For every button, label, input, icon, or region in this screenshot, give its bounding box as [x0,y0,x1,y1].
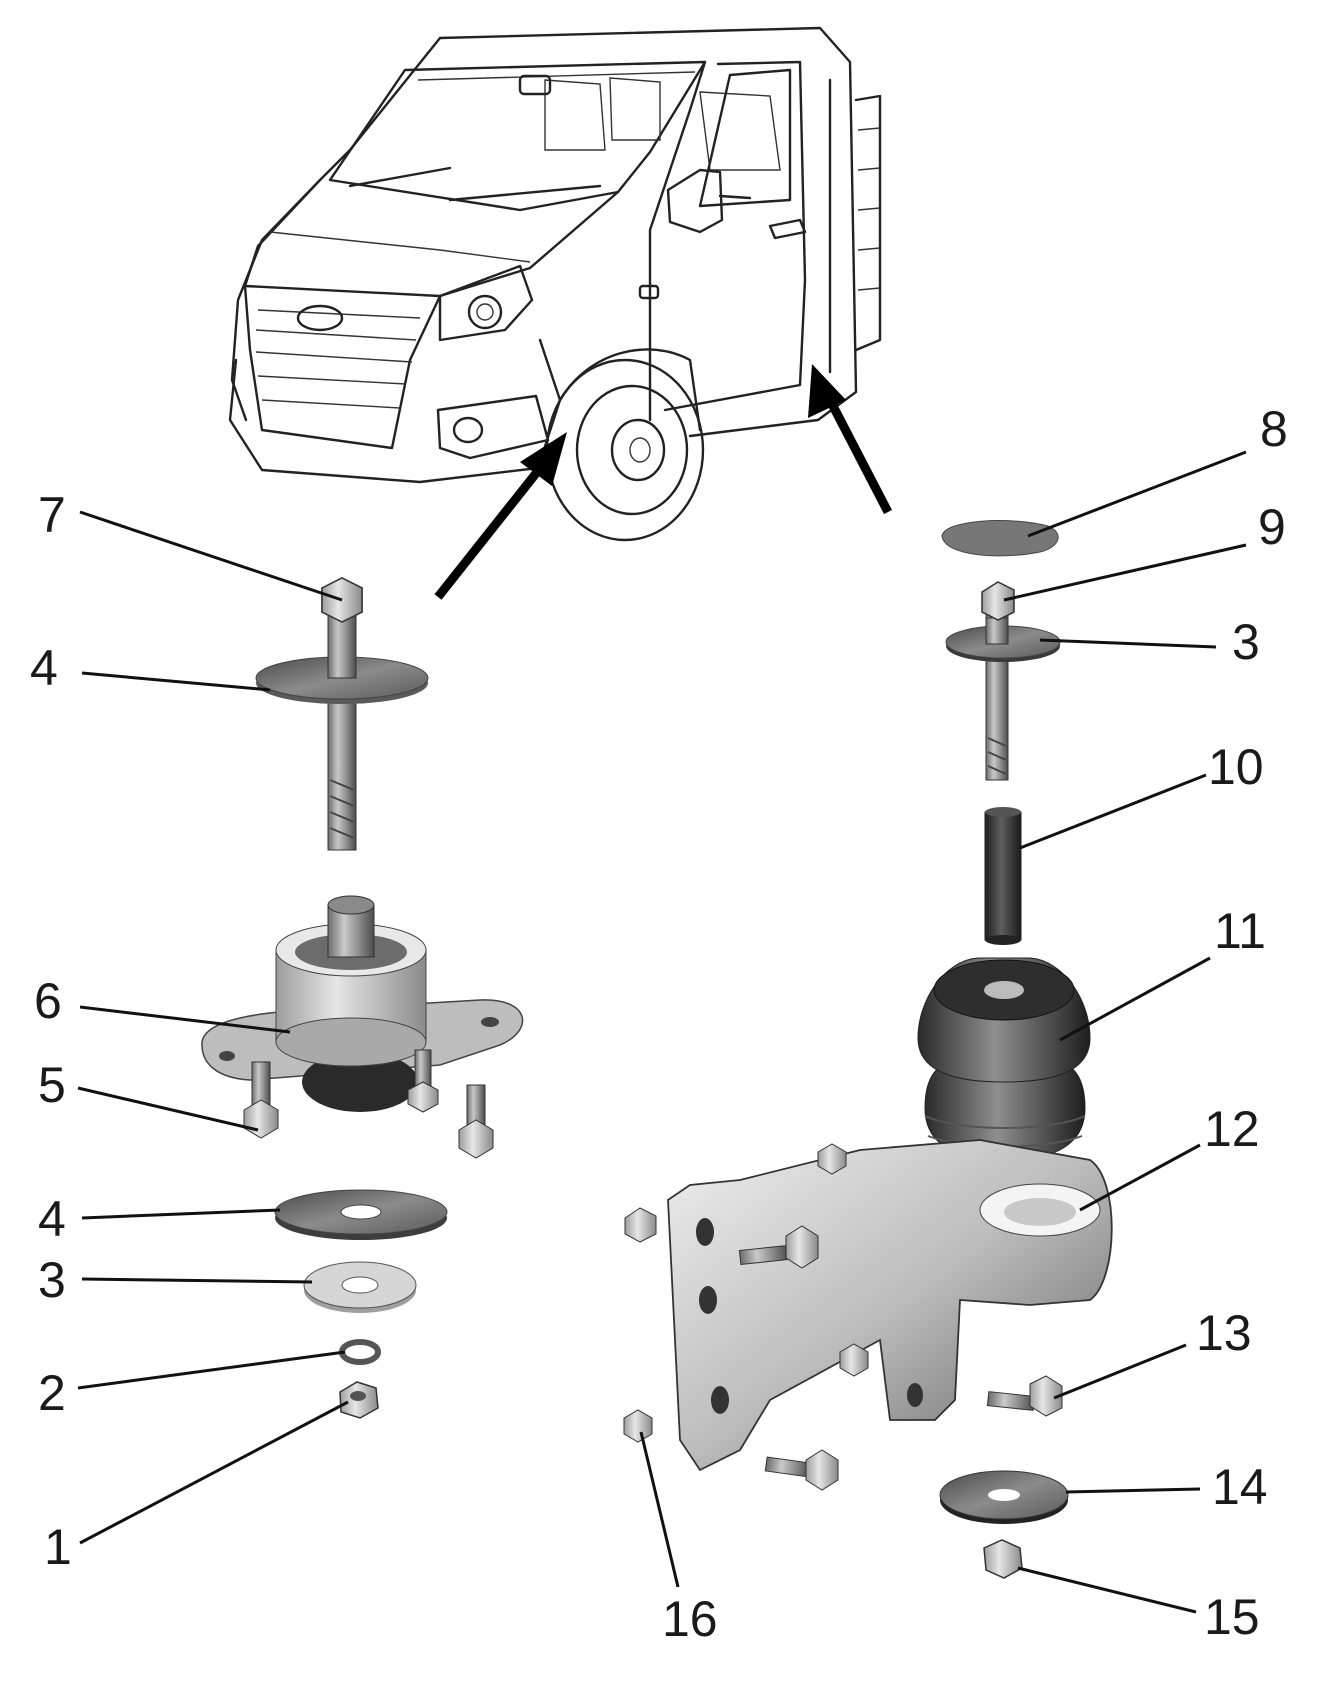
callout-labels: 7 4 6 5 4 3 2 1 8 9 3 10 11 12 13 14 15 … [30,401,1288,1647]
pointer-arrow-rear [828,401,892,515]
callout-8: 8 [1260,401,1288,457]
washer-14 [939,1470,1069,1524]
pointer-arrow-front [434,459,549,600]
callout-7: 7 [38,487,66,543]
washer-3-lower [303,1261,417,1313]
bolt-9 [945,581,1061,781]
callout-14: 14 [1212,1459,1268,1515]
callout-3-lower: 3 [38,1252,66,1308]
rear-mount-assembly [623,520,1113,1579]
washer-4-lower [274,1189,448,1240]
front-mount-assembly [201,577,524,1419]
bolts-5 [243,1049,494,1159]
arrow-head-front [520,432,567,486]
cushion-11 [917,957,1091,1161]
callout-13: 13 [1196,1305,1252,1361]
pointer-arrows [434,364,892,600]
callout-3-upper: 3 [1232,614,1260,670]
callout-15: 15 [1204,1589,1260,1645]
callout-9: 9 [1258,499,1286,555]
nut-15 [983,1539,1023,1579]
washer-4-upper [255,577,429,704]
callout-10: 10 [1208,739,1264,795]
callout-16: 16 [662,1591,718,1647]
callout-2: 2 [38,1365,66,1421]
nut-1 [339,1381,379,1419]
callout-4-upper: 4 [30,640,58,696]
callout-1: 1 [44,1519,72,1575]
callout-12: 12 [1204,1101,1260,1157]
callout-4-lower: 4 [38,1191,66,1247]
callout-leaders [77,450,1247,1614]
bolt-13 [986,1375,1063,1417]
sleeve-10 [984,807,1022,945]
callout-5: 5 [38,1057,66,1113]
lock-washer-2 [339,1339,381,1365]
fasteners-around-bracket [623,1143,869,1491]
callout-6: 6 [34,973,62,1029]
plate-8 [941,520,1059,557]
mount-6 [201,895,524,1112]
callout-11: 11 [1214,903,1266,959]
bracket-12 [667,1139,1113,1472]
arrow-head-rear [808,364,846,418]
